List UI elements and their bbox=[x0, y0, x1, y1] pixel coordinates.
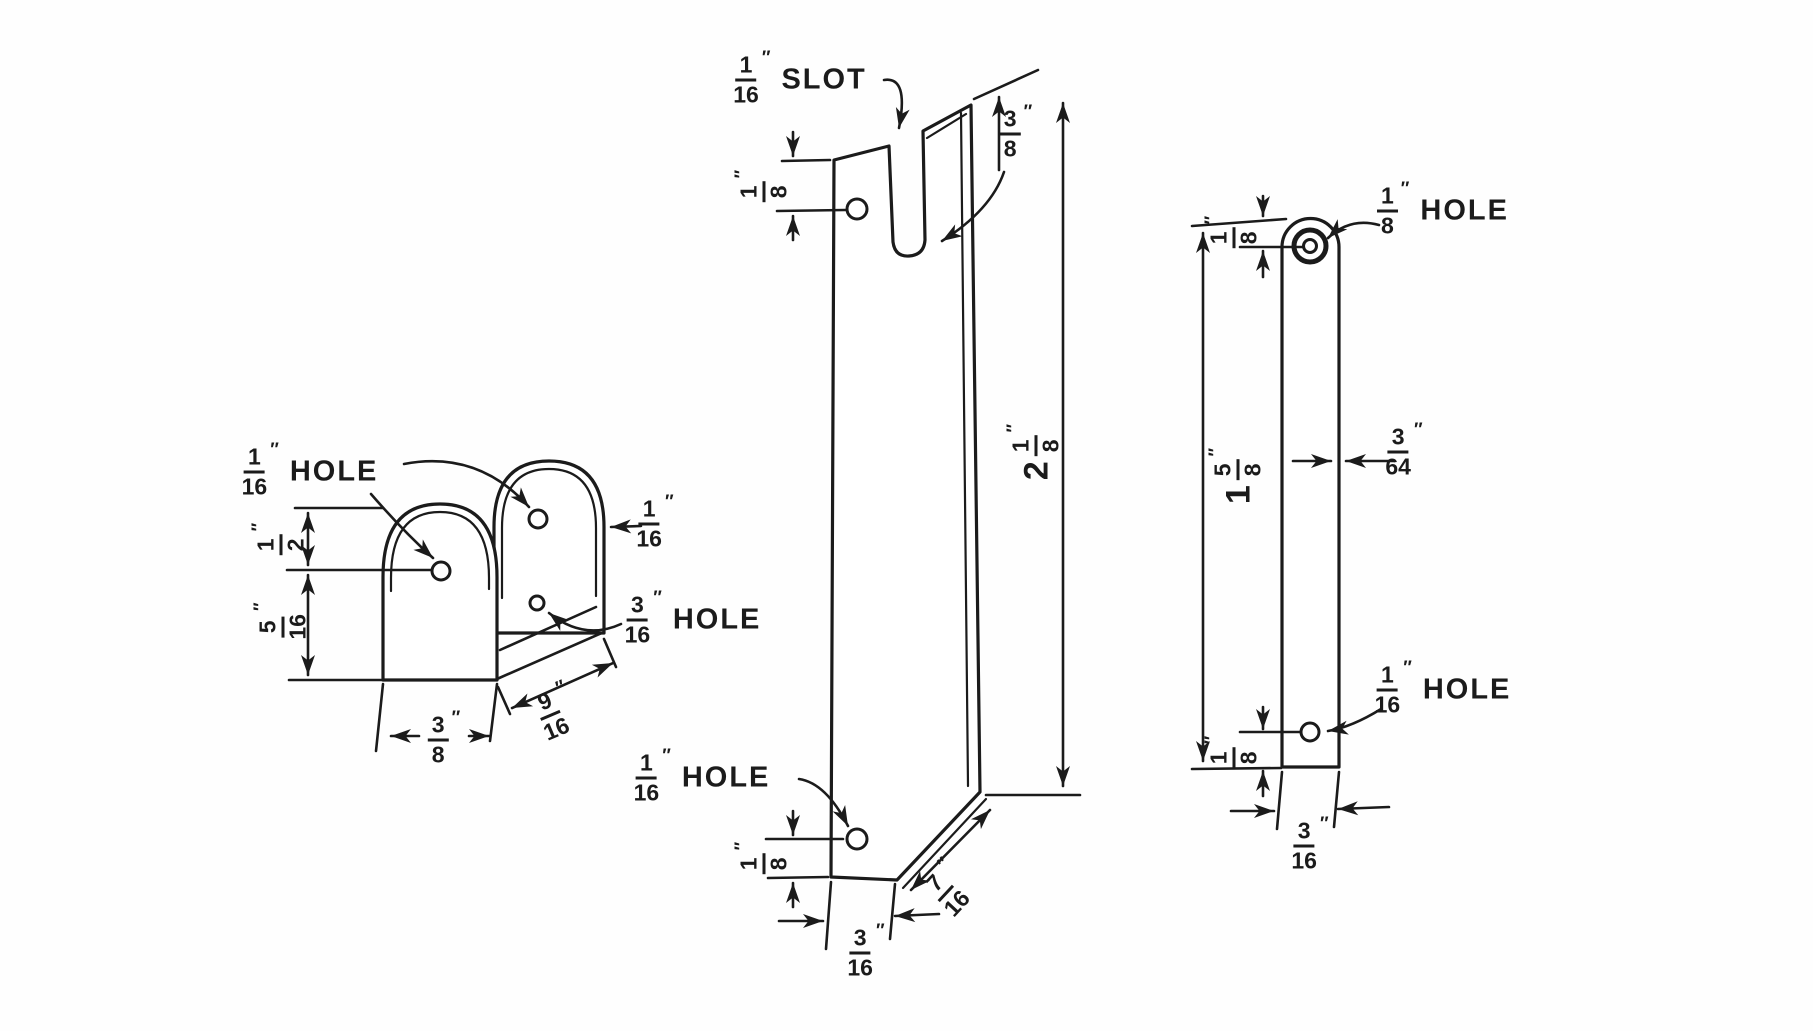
bar-top-hole bbox=[845, 197, 869, 221]
extension-line bbox=[780, 158, 832, 163]
bracket-web-bottom-edge bbox=[495, 630, 606, 681]
extension-line bbox=[1275, 770, 1284, 831]
extension-line bbox=[824, 880, 833, 951]
slotted-bar-dimensions bbox=[764, 68, 1082, 951]
extension-line bbox=[496, 685, 512, 716]
extension-line bbox=[488, 682, 499, 743]
bracket-front-hole bbox=[430, 560, 452, 582]
extension-line bbox=[374, 682, 385, 753]
bracket-dimensions bbox=[285, 460, 643, 753]
leader-to-back-hole bbox=[402, 460, 531, 509]
slotted-bar-outline bbox=[829, 103, 982, 882]
strip-bottom-hole bbox=[1299, 721, 1321, 743]
leader-to-front-hole bbox=[369, 492, 435, 560]
extension-line bbox=[888, 882, 897, 941]
dim-arrow-width-right bbox=[893, 908, 941, 923]
bracket-web-upper-edge bbox=[498, 605, 598, 652]
leader-to-bottom-hole bbox=[797, 777, 850, 828]
bracket-web-hole bbox=[528, 594, 546, 612]
extension-line bbox=[972, 68, 1040, 101]
extension-line bbox=[766, 875, 830, 880]
dim-arrow-width-right bbox=[1336, 801, 1391, 816]
bracket-back-plate-inner-edge bbox=[500, 467, 598, 600]
leader-to-top-hole bbox=[1326, 219, 1381, 240]
dim-line-9-16 bbox=[510, 661, 615, 710]
dim-arrow-thickness bbox=[609, 519, 643, 534]
extension-line bbox=[1190, 766, 1283, 771]
strip-outline bbox=[1280, 216, 1341, 769]
slotted-bar-part bbox=[829, 103, 988, 890]
strip-part bbox=[1280, 216, 1341, 769]
leader-slot-depth bbox=[940, 170, 1006, 243]
leader-to-bottom-hole bbox=[1326, 707, 1383, 735]
bar-prong-edge bbox=[925, 112, 968, 140]
bracket-back-hole bbox=[527, 508, 549, 530]
strip-top-ring-inner bbox=[1302, 238, 1318, 254]
bar-bottom-hole bbox=[845, 827, 869, 851]
strip-dimensions bbox=[1190, 194, 1396, 831]
extension-line bbox=[1190, 217, 1288, 228]
bracket-front-plate-outline bbox=[381, 502, 499, 682]
extension-line bbox=[775, 208, 847, 213]
dim-line-bevel bbox=[909, 808, 992, 892]
leader-to-web-hole bbox=[547, 611, 623, 632]
bracket-front-plate-inner-edge bbox=[389, 510, 491, 593]
extension-line bbox=[1332, 770, 1341, 829]
leader-to-slot bbox=[882, 78, 910, 130]
